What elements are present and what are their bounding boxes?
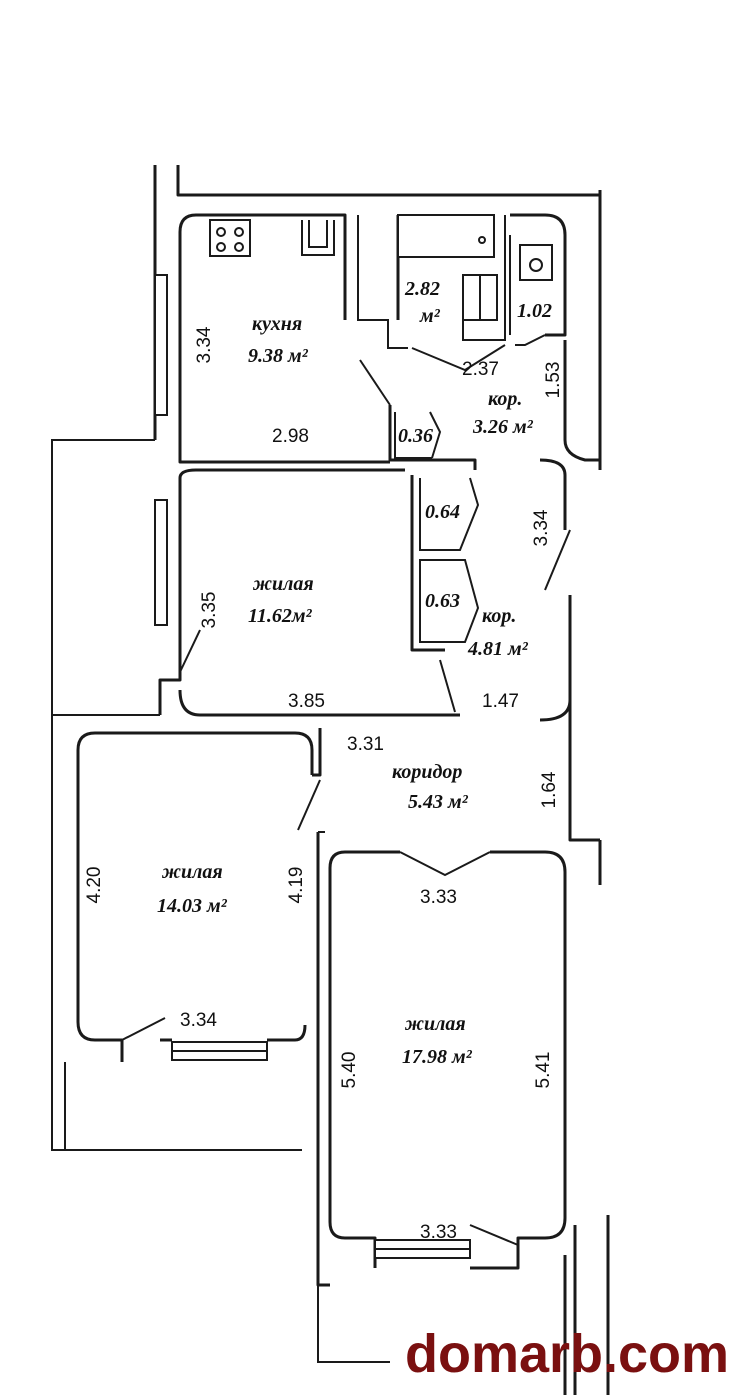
- kitchen: [154, 213, 408, 464]
- exterior-walls: [51, 165, 610, 1395]
- dim-living2-width: 3.34: [180, 1010, 217, 1031]
- corridor-mid-name: кор.: [482, 605, 516, 627]
- dim-kitchen-width: 2.98: [272, 426, 309, 447]
- bath-unit: м²: [419, 305, 441, 327]
- dim-corridor-mid-width: 1.47: [482, 691, 519, 712]
- kitchen-area: 9.38 м²: [248, 345, 309, 367]
- living-room-2: [76, 731, 314, 1062]
- closets: [388, 340, 600, 652]
- dim-corridor-small-height: 1.53: [543, 362, 564, 399]
- living-room-3: [328, 850, 567, 1270]
- dim-living3-height-right: 5.41: [533, 1052, 554, 1089]
- living1-name: жилая: [252, 573, 314, 595]
- dim-living2-height-left: 4.20: [84, 867, 105, 904]
- closet2-area: 0.64: [425, 501, 460, 523]
- wc-area: 1.02: [517, 300, 552, 322]
- living2-area: 14.03 м²: [157, 895, 228, 917]
- bath-area: 2.82: [404, 278, 440, 300]
- hall-name: коридор: [392, 761, 462, 783]
- hall-area: 5.43 м²: [408, 791, 469, 813]
- corridor-mid-area: 4.81 м²: [467, 638, 529, 660]
- living3-area: 17.98 м²: [402, 1046, 473, 1068]
- dim-living1-width: 3.85: [288, 691, 325, 712]
- dim-living3-width-bottom: 3.33: [420, 1222, 457, 1243]
- living-room-1: [154, 468, 460, 717]
- living2-name: жилая: [161, 861, 223, 883]
- corridor-small-area: 3.26 м²: [472, 416, 534, 438]
- hall: [297, 595, 600, 1287]
- kitchen-name: кухня: [252, 313, 302, 335]
- dim-kitchen-height: 3.34: [194, 326, 215, 363]
- closet3-area: 0.63: [425, 590, 460, 612]
- dim-hall-height: 1.64: [539, 771, 560, 808]
- dim-living1-height: 3.35: [199, 592, 220, 629]
- bathroom: [396, 214, 506, 372]
- toilet-icon: [519, 244, 553, 281]
- dim-living2-height-right: 4.19: [286, 867, 307, 904]
- dim-living3-height-left: 5.40: [339, 1052, 360, 1089]
- living1-area: 11.62м²: [248, 605, 313, 627]
- dim-corridor-mid-height: 3.34: [531, 509, 552, 546]
- wc: [509, 213, 567, 346]
- dim-wc-corridor-width: 2.37: [462, 359, 499, 380]
- watermark: domarb.com: [405, 1324, 729, 1384]
- living3-name: жилая: [404, 1013, 466, 1035]
- dim-hall-width: 3.31: [347, 734, 384, 755]
- closet1-area: 0.36: [398, 425, 433, 447]
- bathtub-icon: [397, 214, 495, 258]
- sink-icon: [301, 220, 335, 256]
- dim-living3-width-top: 3.33: [420, 887, 457, 908]
- stove-icon: [209, 219, 251, 257]
- corridor-small-name: кор.: [488, 388, 522, 410]
